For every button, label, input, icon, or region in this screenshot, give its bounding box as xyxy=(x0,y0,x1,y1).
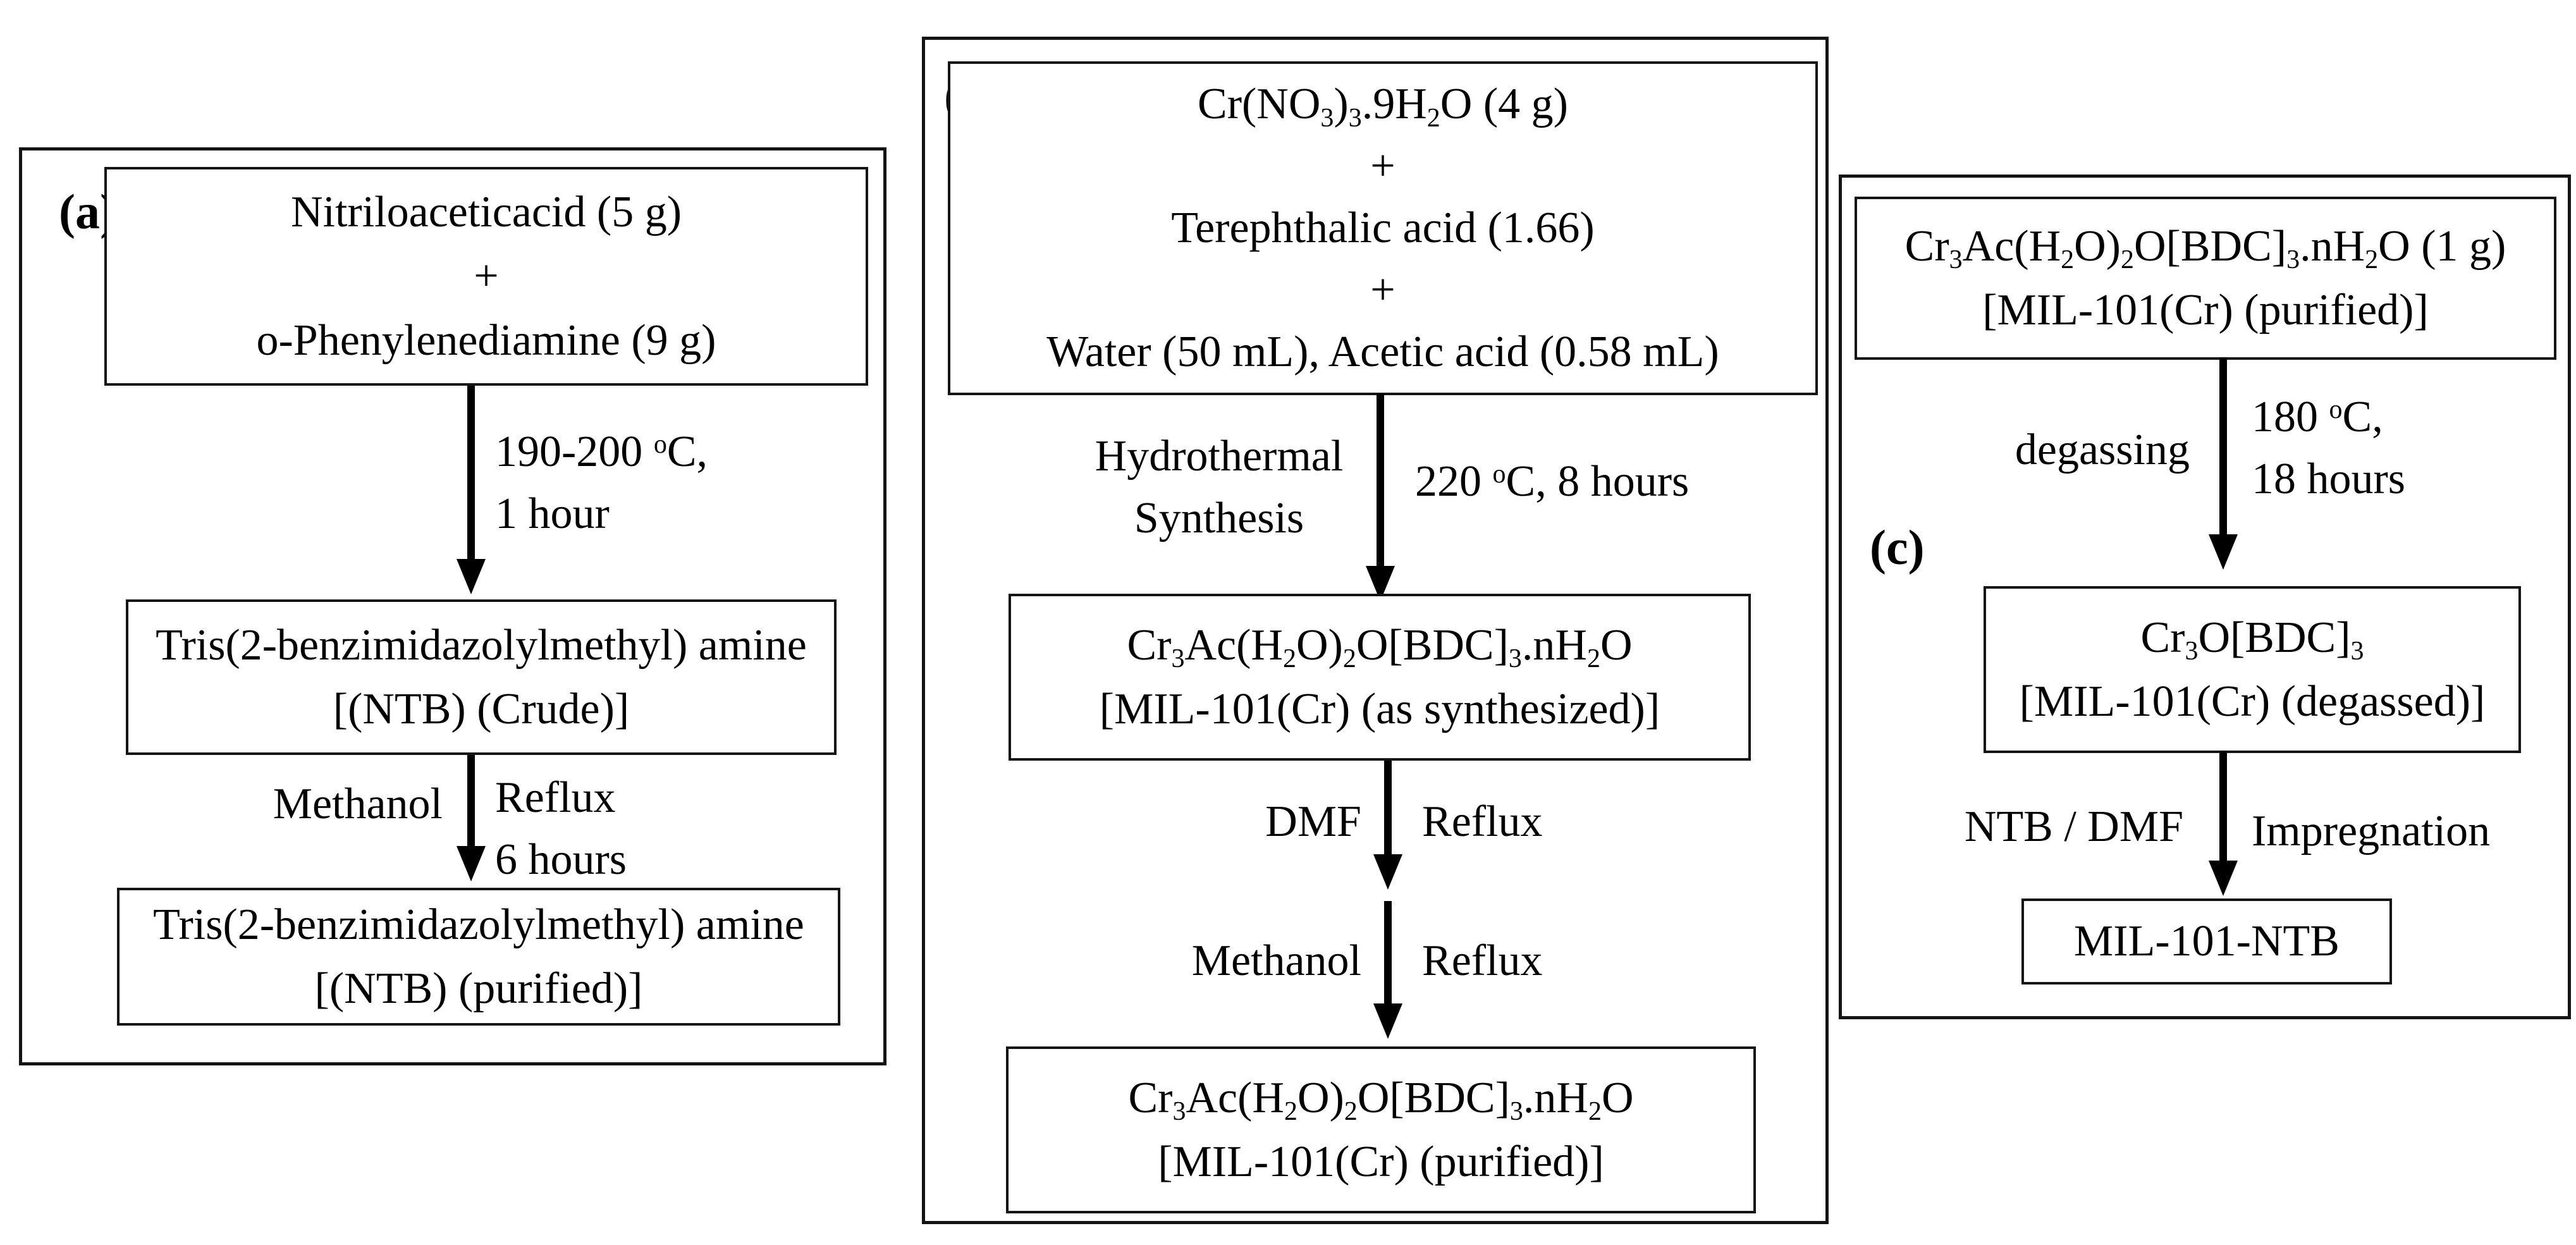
box-line: Cr(NO3)3.9H2O (4 g) xyxy=(1198,80,1568,133)
box-line: Cr3Ac(H2O)2O[BDC]3.nH2O xyxy=(1128,1073,1634,1127)
box-b-reactants: Cr(NO3)3.9H2O (4 g) + Terephthalic acid … xyxy=(948,61,1818,395)
condition-line: 18 hours xyxy=(2252,455,2406,503)
panel-c: (c) Cr3Ac(H2O)2O[BDC]3.nH2O (1 g) [MIL-1… xyxy=(1839,175,2571,1019)
step-a2-conditions: Reflux 6 hours xyxy=(495,767,627,891)
box-b-mil101-as-synthesized: Cr3Ac(H2O)2O[BDC]3.nH2O [MIL-101(Cr) (as… xyxy=(1009,594,1751,761)
panel-a: (a) Nitriloaceticacid (5 g) + o-Phenylen… xyxy=(19,147,886,1065)
box-line: [MIL-101(Cr) (purified)] xyxy=(1982,286,2429,334)
down-arrow xyxy=(1373,901,1403,1039)
down-arrow xyxy=(456,755,486,881)
step-b1-method: Hydrothermal Synthesis xyxy=(1083,426,1355,549)
box-line: Water (50 mL), Acetic acid (0.58 mL) xyxy=(1046,328,1719,376)
box-line: o-Phenylenediamine (9 g) xyxy=(256,316,716,365)
box-line: Tris(2-benzimidazolylmethyl) amine xyxy=(156,620,807,670)
step-c2-solvent: NTB / DMF xyxy=(1964,802,2183,851)
step-a2-solvent: Methanol xyxy=(273,780,443,828)
step-c1-method: degassing xyxy=(2015,426,2190,474)
down-arrow xyxy=(1365,394,1395,601)
condition-line: 1 hour xyxy=(495,489,610,538)
plus-sign: + xyxy=(1370,266,1395,314)
step-b2-conditions: Reflux xyxy=(1422,797,1543,846)
step-b3-conditions: Reflux xyxy=(1422,936,1543,985)
step-c2-method: Impregnation xyxy=(2252,807,2491,856)
step-b3-solvent: Methanol xyxy=(1191,936,1361,985)
step-c1-conditions: 180 oC, 18 hours xyxy=(2252,386,2405,510)
box-b-mil101-purified: Cr3Ac(H2O)2O[BDC]3.nH2O [MIL-101(Cr) (pu… xyxy=(1006,1046,1756,1213)
condition-line: 190-200 oC, xyxy=(495,427,708,476)
box-c-mil101-degassed: Cr3O[BDC]3 [MIL-101(Cr) (degassed)] xyxy=(1984,586,2521,753)
box-line: Cr3O[BDC]3 xyxy=(2140,613,2364,666)
box-c-mil101-purified: Cr3Ac(H2O)2O[BDC]3.nH2O (1 g) [MIL-101(C… xyxy=(1855,197,2556,360)
plus-sign: + xyxy=(474,252,499,301)
box-c-mil101-ntb: MIL-101-NTB xyxy=(2021,898,2392,984)
down-arrow xyxy=(2208,357,2238,570)
box-a-ntb-crude: Tris(2-benzimidazolylmethyl) amine [(NTB… xyxy=(126,599,837,755)
step-b2-solvent: DMF xyxy=(1265,797,1361,846)
box-line: [MIL-101(Cr) (degassed)] xyxy=(2019,677,2486,726)
condition-line: 180 oC, xyxy=(2252,393,2383,441)
step-a1-conditions: 190-200 oC, 1 hour xyxy=(495,421,708,545)
box-a-reactants: Nitriloaceticacid (5 g) + o-Phenylenedia… xyxy=(104,167,868,386)
box-line: MIL-101-NTB xyxy=(2074,917,2340,966)
panel-c-label: (c) xyxy=(1870,520,1925,575)
down-arrow xyxy=(2208,751,2238,896)
box-line: [MIL-101(Cr) (as synthesized)] xyxy=(1099,685,1660,733)
box-line: Tris(2-benzimidazolylmethyl) amine xyxy=(153,900,804,949)
panel-b: (b) Cr(NO3)3.9H2O (4 g) + Terephthalic a… xyxy=(922,37,1829,1224)
box-line: [MIL-101(Cr) (purified)] xyxy=(1158,1138,1604,1186)
plus-sign: + xyxy=(1370,142,1395,190)
condition-line: Hydrothermal xyxy=(1095,432,1344,481)
step-b1-conditions: 220 oC, 8 hours xyxy=(1415,457,1690,506)
down-arrow xyxy=(1373,761,1403,890)
box-line: [(NTB) (Crude)] xyxy=(333,685,630,733)
down-arrow xyxy=(456,386,486,594)
condition-line: Reflux xyxy=(495,773,616,822)
condition-line: 6 hours xyxy=(495,835,627,884)
box-line: Cr3Ac(H2O)2O[BDC]3.nH2O xyxy=(1127,620,1633,674)
box-line: Nitriloaceticacid (5 g) xyxy=(290,187,682,236)
box-a-ntb-purified: Tris(2-benzimidazolylmethyl) amine [(NTB… xyxy=(117,888,840,1026)
condition-line: Synthesis xyxy=(1134,494,1304,543)
box-line: Cr3Ac(H2O)2O[BDC]3.nH2O (1 g) xyxy=(1904,221,2506,275)
box-line: Terephthalic acid (1.66) xyxy=(1171,204,1595,252)
box-line: [(NTB) (purified)] xyxy=(314,964,643,1013)
